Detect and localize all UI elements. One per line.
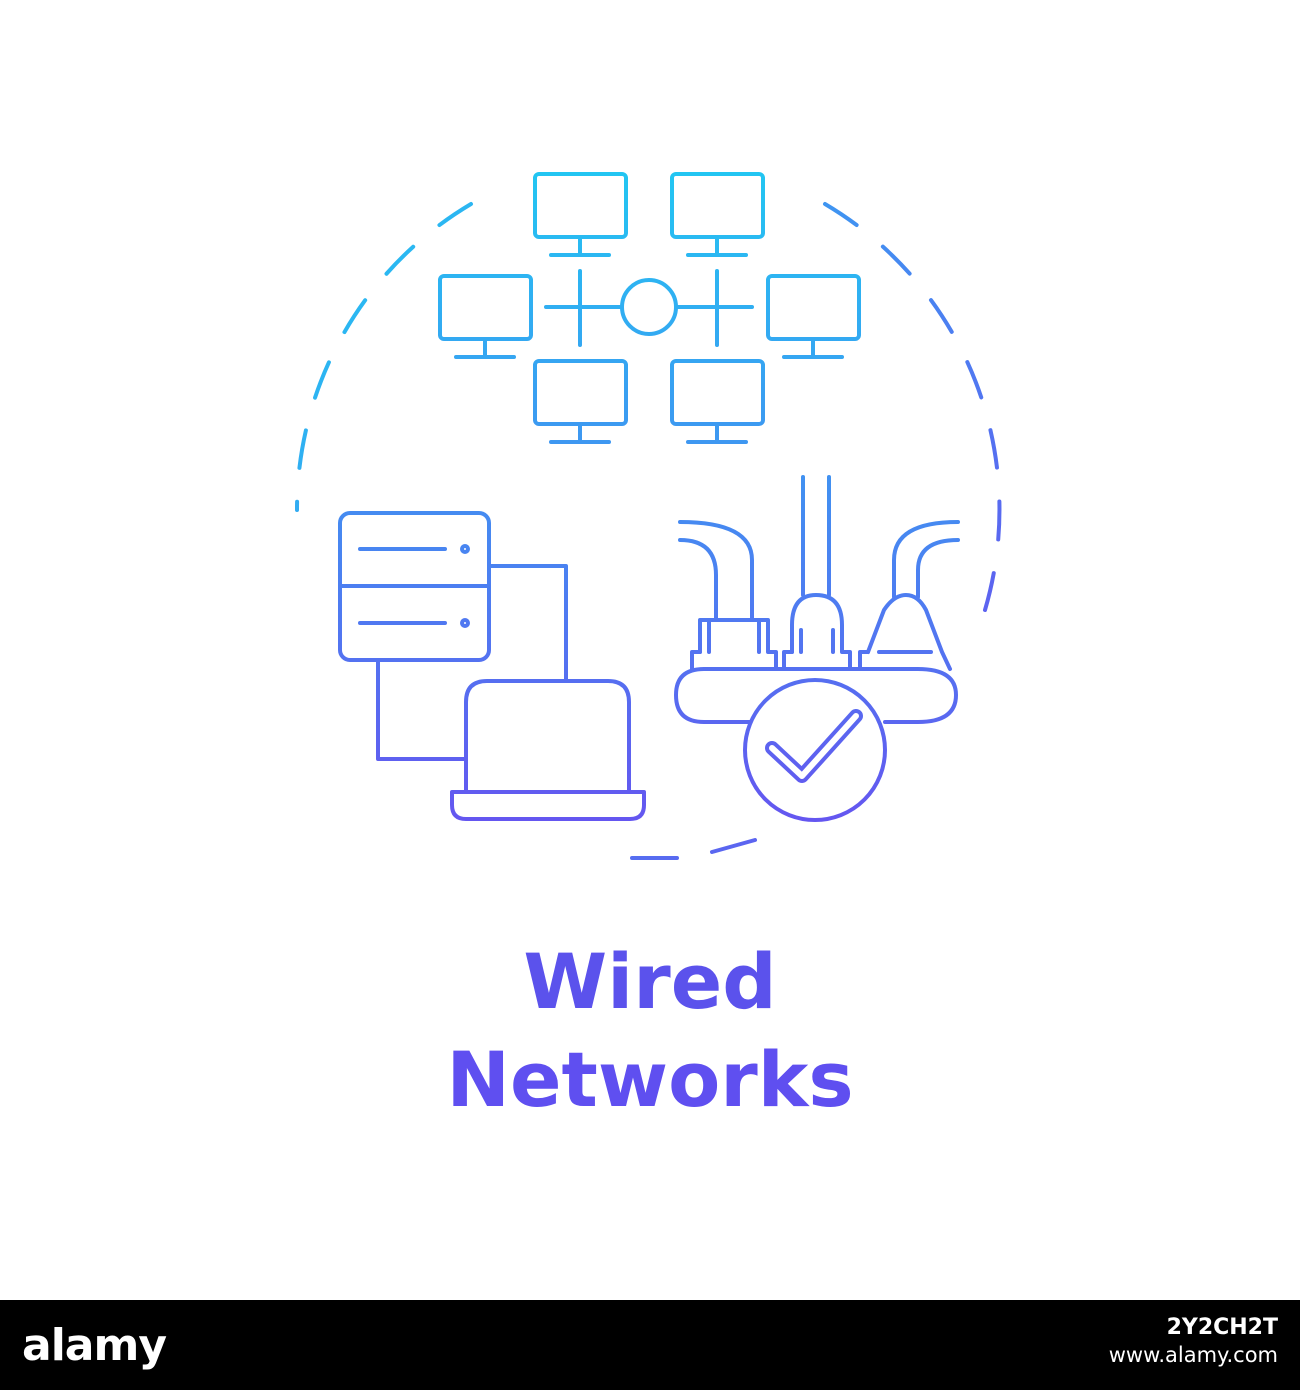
monitor-icon — [766, 274, 861, 359]
caption-line-2: Networks — [446, 1035, 853, 1124]
dashed-ring — [294, 202, 1002, 860]
alamy-logo: alamy — [22, 1320, 167, 1371]
power-strip-icon — [674, 475, 960, 724]
watermark-bar: alamy 2Y2CH2T www.alamy.com — [0, 1300, 1300, 1390]
checkmark-icon — [743, 678, 887, 822]
cable-connection — [376, 564, 568, 761]
wired-networks-illustration: Wired Networks — [294, 172, 1002, 1124]
monitor-icon — [533, 172, 628, 257]
image-id: 2Y2CH2T — [1166, 1315, 1278, 1340]
monitor-icon — [438, 274, 533, 359]
monitor-icon — [670, 359, 765, 444]
monitor-icon — [533, 359, 628, 444]
server-icon — [338, 511, 491, 662]
site-url: www.alamy.com — [1108, 1342, 1278, 1367]
caption-line-1: Wired — [523, 937, 776, 1026]
laptop-icon — [450, 679, 646, 821]
image-id-block: 2Y2CH2T www.alamy.com — [1109, 1314, 1278, 1368]
monitor-icon — [670, 172, 765, 257]
network-topology-icon — [438, 172, 861, 444]
